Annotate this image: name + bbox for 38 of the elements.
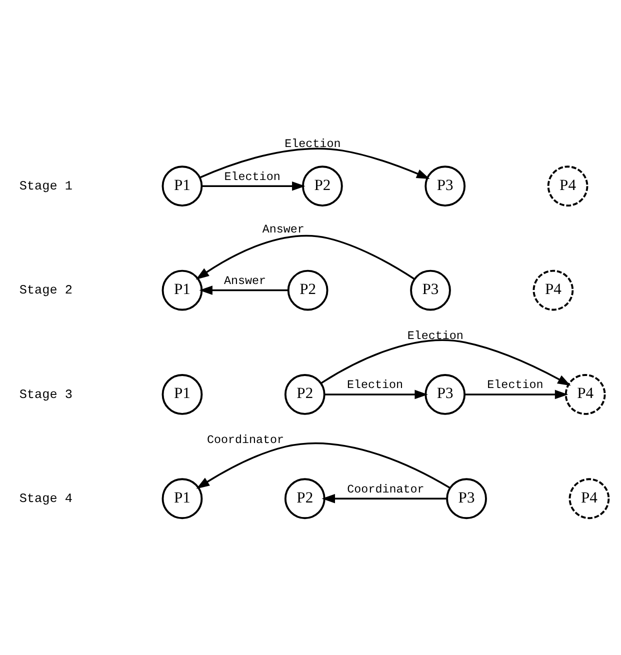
node-circle: P4 [532, 269, 574, 310]
arrow [464, 389, 568, 399]
node-circle: P2 [284, 374, 326, 414]
edge-label: Coordinator [206, 432, 284, 447]
node-circle: P1 [162, 374, 203, 414]
node-circle: P3 [410, 269, 451, 310]
label: Stage 4 [19, 490, 72, 506]
edge-label: Election [346, 378, 404, 392]
arrow [199, 285, 288, 294]
node-circle: P2 [284, 478, 326, 519]
label: Stage 1 [19, 178, 72, 193]
edge-label: Answer [262, 222, 304, 236]
arrow [324, 389, 428, 399]
node-circle: P4 [564, 374, 606, 414]
arrow [320, 338, 571, 386]
edge-label: Election [407, 328, 464, 343]
node-circle: P3 [446, 478, 487, 519]
arrow [202, 180, 306, 190]
arrow [200, 147, 430, 178]
node-circle: P4 [547, 165, 588, 206]
edge-label: Answer [224, 274, 266, 288]
node-circle: P3 [424, 165, 466, 206]
arrow [196, 234, 415, 280]
edge-label: Election [284, 136, 341, 151]
label: Stage 2 [19, 282, 72, 298]
node-circle: P1 [162, 165, 203, 206]
node-circle: P2 [302, 165, 343, 206]
edge-label: Election [487, 378, 544, 392]
arrow [322, 493, 447, 503]
node-circle: P4 [568, 478, 610, 519]
node-circle: P2 [287, 269, 328, 310]
node-circle: P3 [424, 374, 466, 414]
label: Stage 3 [19, 386, 72, 402]
node-circle: P1 [162, 478, 203, 519]
edge-label: Election [224, 169, 280, 184]
arrow [196, 442, 450, 488]
edge-label: Coordinator [347, 482, 424, 496]
node-circle: P1 [162, 269, 203, 310]
